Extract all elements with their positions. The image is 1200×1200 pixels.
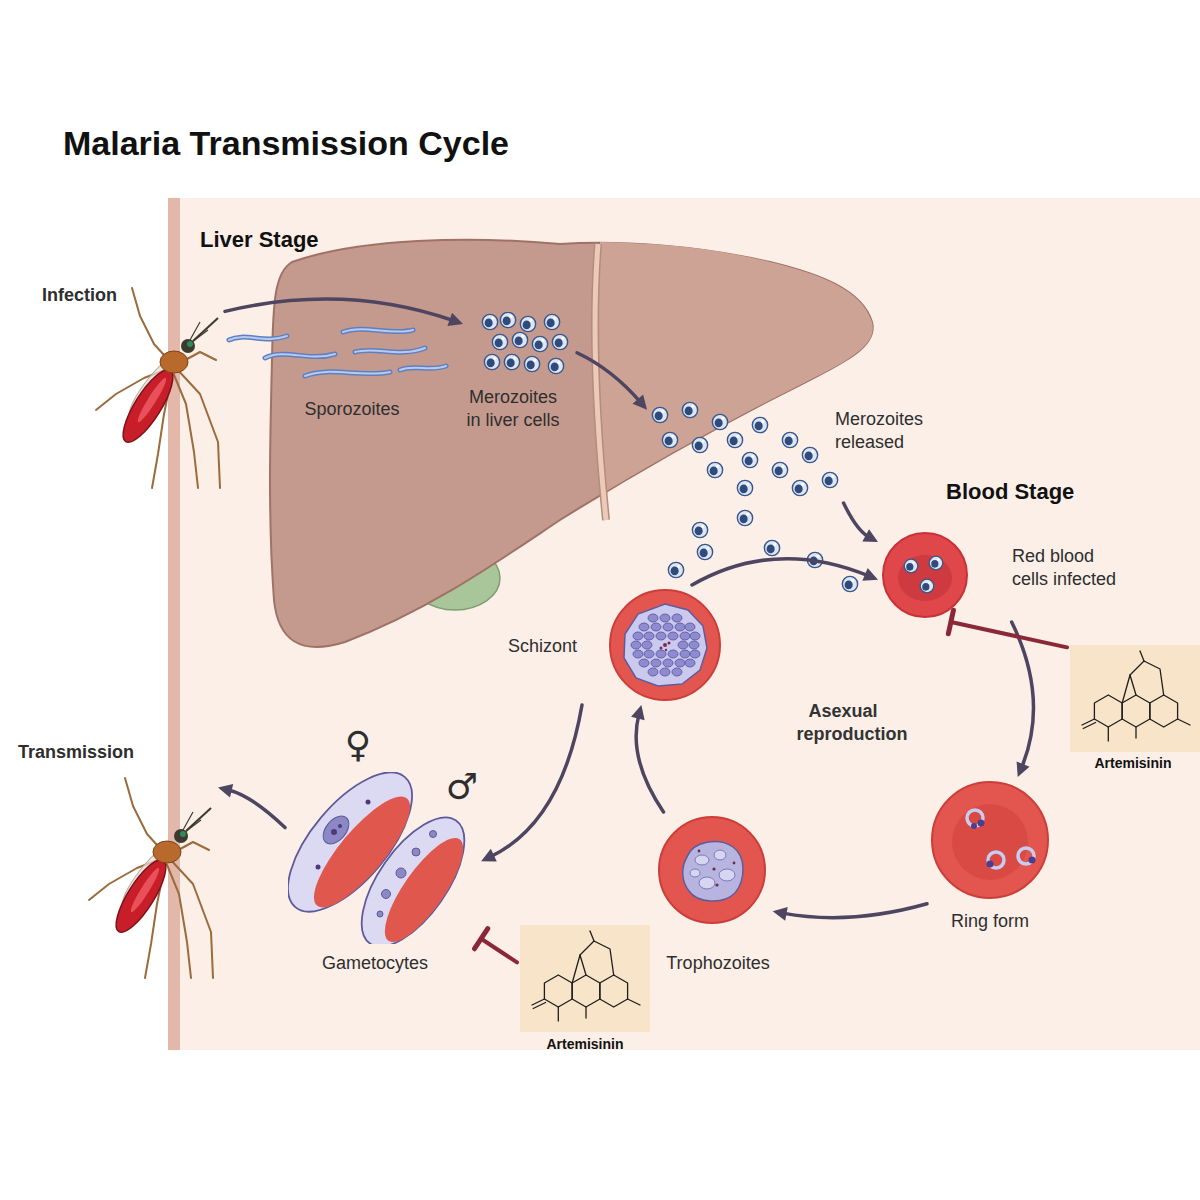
- artemisinin-structure: [520, 925, 650, 1032]
- artemisinin-structure: [520, 925, 650, 1032]
- mosquito-figure: [89, 778, 213, 978]
- vector-node: Infection: [39, 279, 225, 495]
- arrow-connector: [631, 705, 663, 812]
- arrow-head: [218, 784, 233, 798]
- arrow-head: [1017, 761, 1030, 777]
- cell-node: Schizont: [505, 585, 725, 705]
- sporozoite-figure: [225, 314, 450, 382]
- arrow-head: [447, 313, 463, 326]
- inhibition-connector: [475, 929, 517, 963]
- arrow-connector: [844, 503, 878, 542]
- merozoite-cluster: [480, 312, 574, 380]
- arrow-connector: [225, 299, 463, 326]
- stage-label: Trophozoites: [666, 952, 769, 975]
- stage-label: Sporozoites: [304, 398, 399, 421]
- connector-line: [1012, 622, 1034, 768]
- red-blood-cell: [883, 533, 967, 617]
- inhibition-connector: [948, 610, 1067, 647]
- background-panel: [168, 198, 1200, 1050]
- ring-form-cell: [932, 782, 1048, 898]
- arrow-head: [481, 849, 497, 862]
- arrow-connector: [577, 353, 647, 410]
- stage-label: Infection: [42, 284, 117, 307]
- vector-node: Transmission: [15, 738, 218, 985]
- stage-label: Schizont: [508, 635, 577, 658]
- stage-label: Gametocytes: [322, 952, 428, 975]
- connector-line: [225, 299, 454, 321]
- connector-line: [577, 353, 640, 402]
- schizont-cell: [610, 590, 720, 700]
- cell-node: ♀ ♂ Gametocytes: [285, 719, 481, 978]
- mosquito-figure: [82, 282, 222, 492]
- arrow-head: [633, 395, 647, 410]
- connector-line: [692, 559, 869, 585]
- arrow-connector: [1012, 622, 1034, 777]
- inhibition-bar: [475, 929, 488, 949]
- stage-label: Merozoites released: [835, 408, 917, 453]
- stage-label: Transmission: [18, 741, 134, 764]
- mosquito-figure: [96, 288, 220, 488]
- falciform-ligament: [595, 244, 606, 520]
- connector-line: [228, 790, 285, 828]
- arrow-connector: [692, 559, 878, 585]
- connector-line: [844, 503, 870, 537]
- phase-label: Asexual reproduction: [797, 700, 890, 745]
- sex-symbol: ♂: [446, 764, 478, 809]
- artemisinin-structure: [1070, 645, 1200, 752]
- stage-label: Ring form: [951, 910, 1029, 933]
- connector-line: [783, 904, 927, 918]
- parasite-node: Merozoites released: [647, 397, 920, 503]
- stage-label: Merozoites in liver cells: [466, 386, 560, 431]
- schizont-cell: [608, 588, 722, 702]
- mosquito-figure: [75, 772, 215, 982]
- arrow-connector: [218, 784, 285, 828]
- arrow-head: [631, 705, 645, 720]
- arrow-connector: [773, 904, 927, 921]
- cell-node: Red blood cells infected: [878, 528, 1121, 622]
- drug-node: Artemisinin: [1067, 642, 1200, 776]
- released-merozoites: [668, 510, 857, 591]
- drug-label: Artemisinin: [546, 1036, 623, 1054]
- arrow-connector: [481, 705, 582, 862]
- connector-line: [951, 622, 1067, 647]
- trophozoite-cell: [657, 815, 767, 925]
- trophozoite-cell: [659, 817, 765, 923]
- arrow-head: [862, 568, 878, 581]
- cell-node: Ring form: [927, 777, 1053, 936]
- parasite-node: Sporozoites: [222, 311, 453, 424]
- gametocyte-cells: [266, 752, 484, 962]
- falciform-ligament-edge: [595, 244, 606, 520]
- merozoite-cluster: [650, 400, 840, 500]
- connector-line: [636, 715, 663, 812]
- cell-node: Trophozoites: [654, 812, 773, 978]
- drug-node: Artemisinin: [517, 922, 653, 1057]
- diagram-title: Malaria Transmission Cycle: [63, 122, 509, 165]
- stage-label: Red blood cells infected: [1012, 545, 1118, 590]
- arrow-head: [773, 907, 788, 921]
- connector-line: [481, 939, 517, 963]
- artemisinin-structure: [1070, 645, 1200, 752]
- connector-line: [490, 705, 582, 857]
- red-blood-cell: [881, 531, 969, 619]
- skin-border-strip: [168, 198, 180, 1050]
- parasite-node: Merozoites in liver cells: [463, 309, 577, 434]
- sporozoite-figure: [229, 329, 446, 376]
- drug-label: Artemisinin: [1094, 755, 1171, 773]
- inhibition-bar: [948, 610, 953, 633]
- liver-right-lobe: [599, 242, 873, 492]
- merozoite-cluster: [652, 402, 837, 495]
- section-heading: Blood Stage: [946, 478, 1074, 506]
- ring-form-cell: [930, 780, 1050, 900]
- arrow-head: [862, 529, 878, 542]
- sex-symbol: ♀: [345, 722, 371, 767]
- section-heading: Liver Stage: [200, 226, 319, 254]
- merozoite-cluster: [482, 312, 567, 373]
